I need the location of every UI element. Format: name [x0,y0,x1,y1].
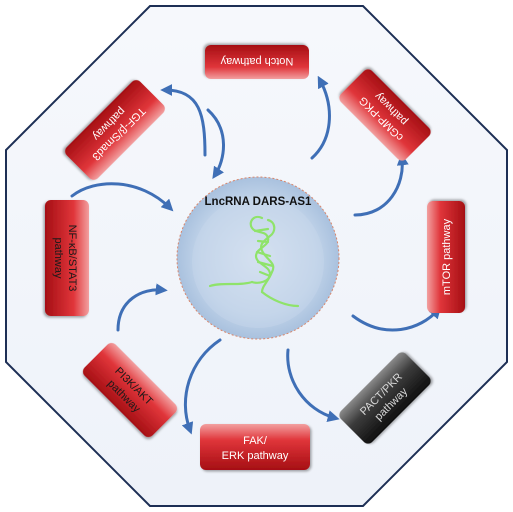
arrows [70,75,442,435]
fak-pathway-label-1: FAK/ [243,435,268,447]
center-title: LncRNA DARS-AS1 [205,196,313,208]
center-node: LncRNA DARS-AS1 [176,176,340,340]
mtor-pathway-box: mTOR pathway [427,201,465,313]
arrow-pact-to-mtor [351,306,442,332]
arrow-nfkb-to-center [70,182,174,212]
fak-pathway-label-2: ERK pathway [222,450,289,462]
arrow-pi3k-to-center [116,283,168,332]
arrow-tgf-to-center [206,108,225,179]
fak-pathway-box: FAK/ ERK pathway [200,424,310,470]
arrow-notch-to-tgf [160,84,207,157]
notch-pathway-box: Notch pathway [205,45,309,79]
rna-hairpin-icon [208,215,300,308]
pact-pathway-box: PACT/PKR pathway [339,352,431,444]
arrow-center-to-fak [181,338,222,435]
nfkb-pathway-box: NF-κB/STAT3 pathway [45,200,89,316]
mtor-pathway-label: mTOR pathway [441,218,453,295]
arrow-mtor-to-cgmp [353,153,409,217]
arrow-cgmp-to-notch [310,75,331,160]
arrow-center-to-pact [286,348,340,422]
nfkb-pathway-label-2: pathway [52,238,64,279]
nfkb-pathway-label-1: NF-κB/STAT3 [66,225,78,292]
notch-pathway-label: Notch pathway [220,55,293,67]
